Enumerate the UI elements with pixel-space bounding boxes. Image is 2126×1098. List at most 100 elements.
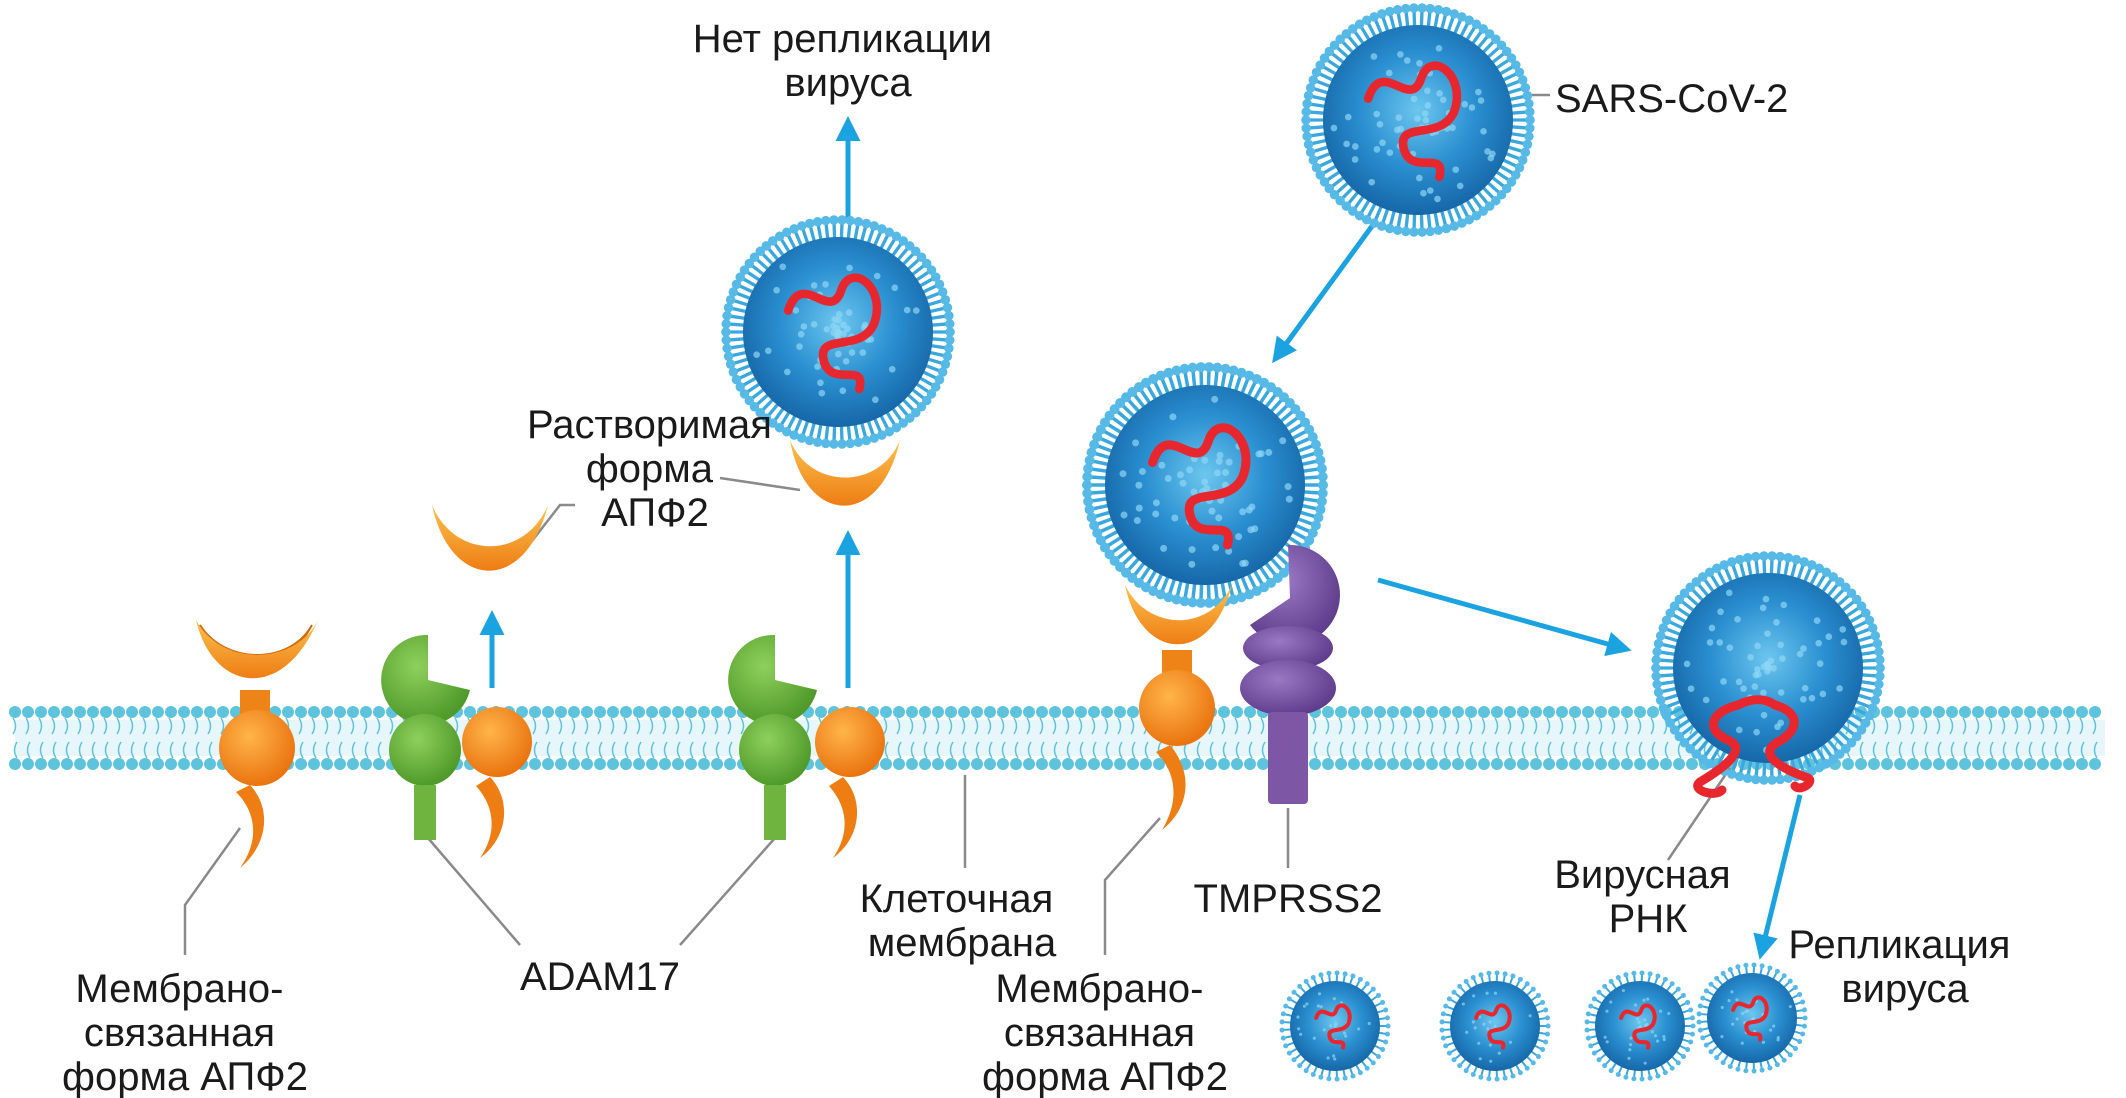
lipid-head (204, 706, 216, 718)
lipid-head (1374, 758, 1386, 770)
lipid-head (2024, 706, 2036, 718)
label-soluble-ace2: Растворимая форма АПФ2 (527, 403, 783, 535)
lipid-head (1140, 758, 1152, 770)
lipid-head (607, 758, 619, 770)
lipid-head (1452, 706, 1464, 718)
lipid-head (1920, 758, 1932, 770)
lipid-head (2063, 706, 2075, 718)
virus-progeny-3 (1585, 970, 1696, 1081)
lipid-head (1595, 706, 1607, 718)
lipid-head (373, 706, 385, 718)
lipid-head (880, 758, 892, 770)
lipid-head (87, 706, 99, 718)
lipid-head (308, 706, 320, 718)
lipid-head (1569, 706, 1581, 718)
lipid-head (373, 758, 385, 770)
lipid-head (1335, 758, 1347, 770)
lipid-head (217, 706, 229, 718)
lipid-head (1972, 758, 1984, 770)
lipid-head (100, 706, 112, 718)
lipid-head (1439, 758, 1451, 770)
label-no-replication: Нет репликации вируса (693, 17, 1003, 105)
arrow-virus-entry (1378, 580, 1622, 648)
lipid-head (633, 758, 645, 770)
lipid-head (1894, 706, 1906, 718)
lipid-head (555, 706, 567, 718)
lipid-head (698, 758, 710, 770)
lipid-head (1556, 706, 1568, 718)
lipid-head (100, 758, 112, 770)
lipid-head (1868, 758, 1880, 770)
lipid-head (1998, 706, 2010, 718)
lipid-head (1374, 706, 1386, 718)
ace2-soluble-bound-cup (790, 440, 900, 506)
lipid-head (360, 706, 372, 718)
lipid-head (1413, 758, 1425, 770)
lipid-head (1985, 758, 1997, 770)
lipid-head (1959, 758, 1971, 770)
lipid-head (360, 758, 372, 770)
lipid-head (971, 758, 983, 770)
lipid-head (1439, 706, 1451, 718)
lipid-head (1582, 706, 1594, 718)
lipid-head (191, 706, 203, 718)
lipid-head (1517, 706, 1529, 718)
lipid-head (1335, 706, 1347, 718)
lipid-head (1218, 758, 1230, 770)
lipid-head (711, 758, 723, 770)
lipid-head (9, 758, 21, 770)
lipid-head (1998, 758, 2010, 770)
lipid-head (74, 706, 86, 718)
lipid-head (1543, 706, 1555, 718)
lipid-head (113, 758, 125, 770)
lipid-head (1088, 706, 1100, 718)
lipid-head (906, 758, 918, 770)
lipid-head (1348, 758, 1360, 770)
lipid-head (22, 706, 34, 718)
lipid-head (1036, 758, 1048, 770)
lipid-head (568, 758, 580, 770)
lipid-head (1660, 758, 1672, 770)
virus-sars-cov-2-free (1301, 3, 1535, 237)
lipid-head (1933, 706, 1945, 718)
lipid-head (1582, 758, 1594, 770)
lipid-head (1075, 706, 1087, 718)
lipid-head (2089, 758, 2101, 770)
ace2-membrane-bound-right (1125, 585, 1232, 830)
lipid-head (1049, 706, 1061, 718)
lipid-head (1127, 706, 1139, 718)
lipid-head (568, 706, 580, 718)
lipid-head (1881, 758, 1893, 770)
lipid-head (165, 758, 177, 770)
lipid-head (1946, 758, 1958, 770)
lipid-head (74, 758, 86, 770)
lipid-head (724, 758, 736, 770)
lipid-head (880, 706, 892, 718)
lipid-head (22, 758, 34, 770)
lipid-head (945, 758, 957, 770)
lipid-head (919, 758, 931, 770)
leader-membrane-bound-right (1105, 818, 1160, 955)
lipid-head (1855, 758, 1867, 770)
lipid-head (347, 758, 359, 770)
lipid-head (581, 758, 593, 770)
lipid-head (542, 706, 554, 718)
lipid-head (1946, 706, 1958, 718)
lipid-head (2011, 706, 2023, 718)
lipid-head (1218, 706, 1230, 718)
lipid-head (997, 706, 1009, 718)
lipid-head (932, 758, 944, 770)
lipid-head (1985, 706, 1997, 718)
lipid-head (1959, 706, 1971, 718)
lipid-head (1062, 758, 1074, 770)
lipid-head (9, 706, 21, 718)
lipid-head (1036, 706, 1048, 718)
lipid-head (958, 758, 970, 770)
lipid-head (152, 758, 164, 770)
lipid-head (334, 758, 346, 770)
lipid-head (620, 758, 632, 770)
lipid-head (971, 706, 983, 718)
lipid-head (620, 706, 632, 718)
lipid-head (152, 706, 164, 718)
lipid-head (1517, 758, 1529, 770)
